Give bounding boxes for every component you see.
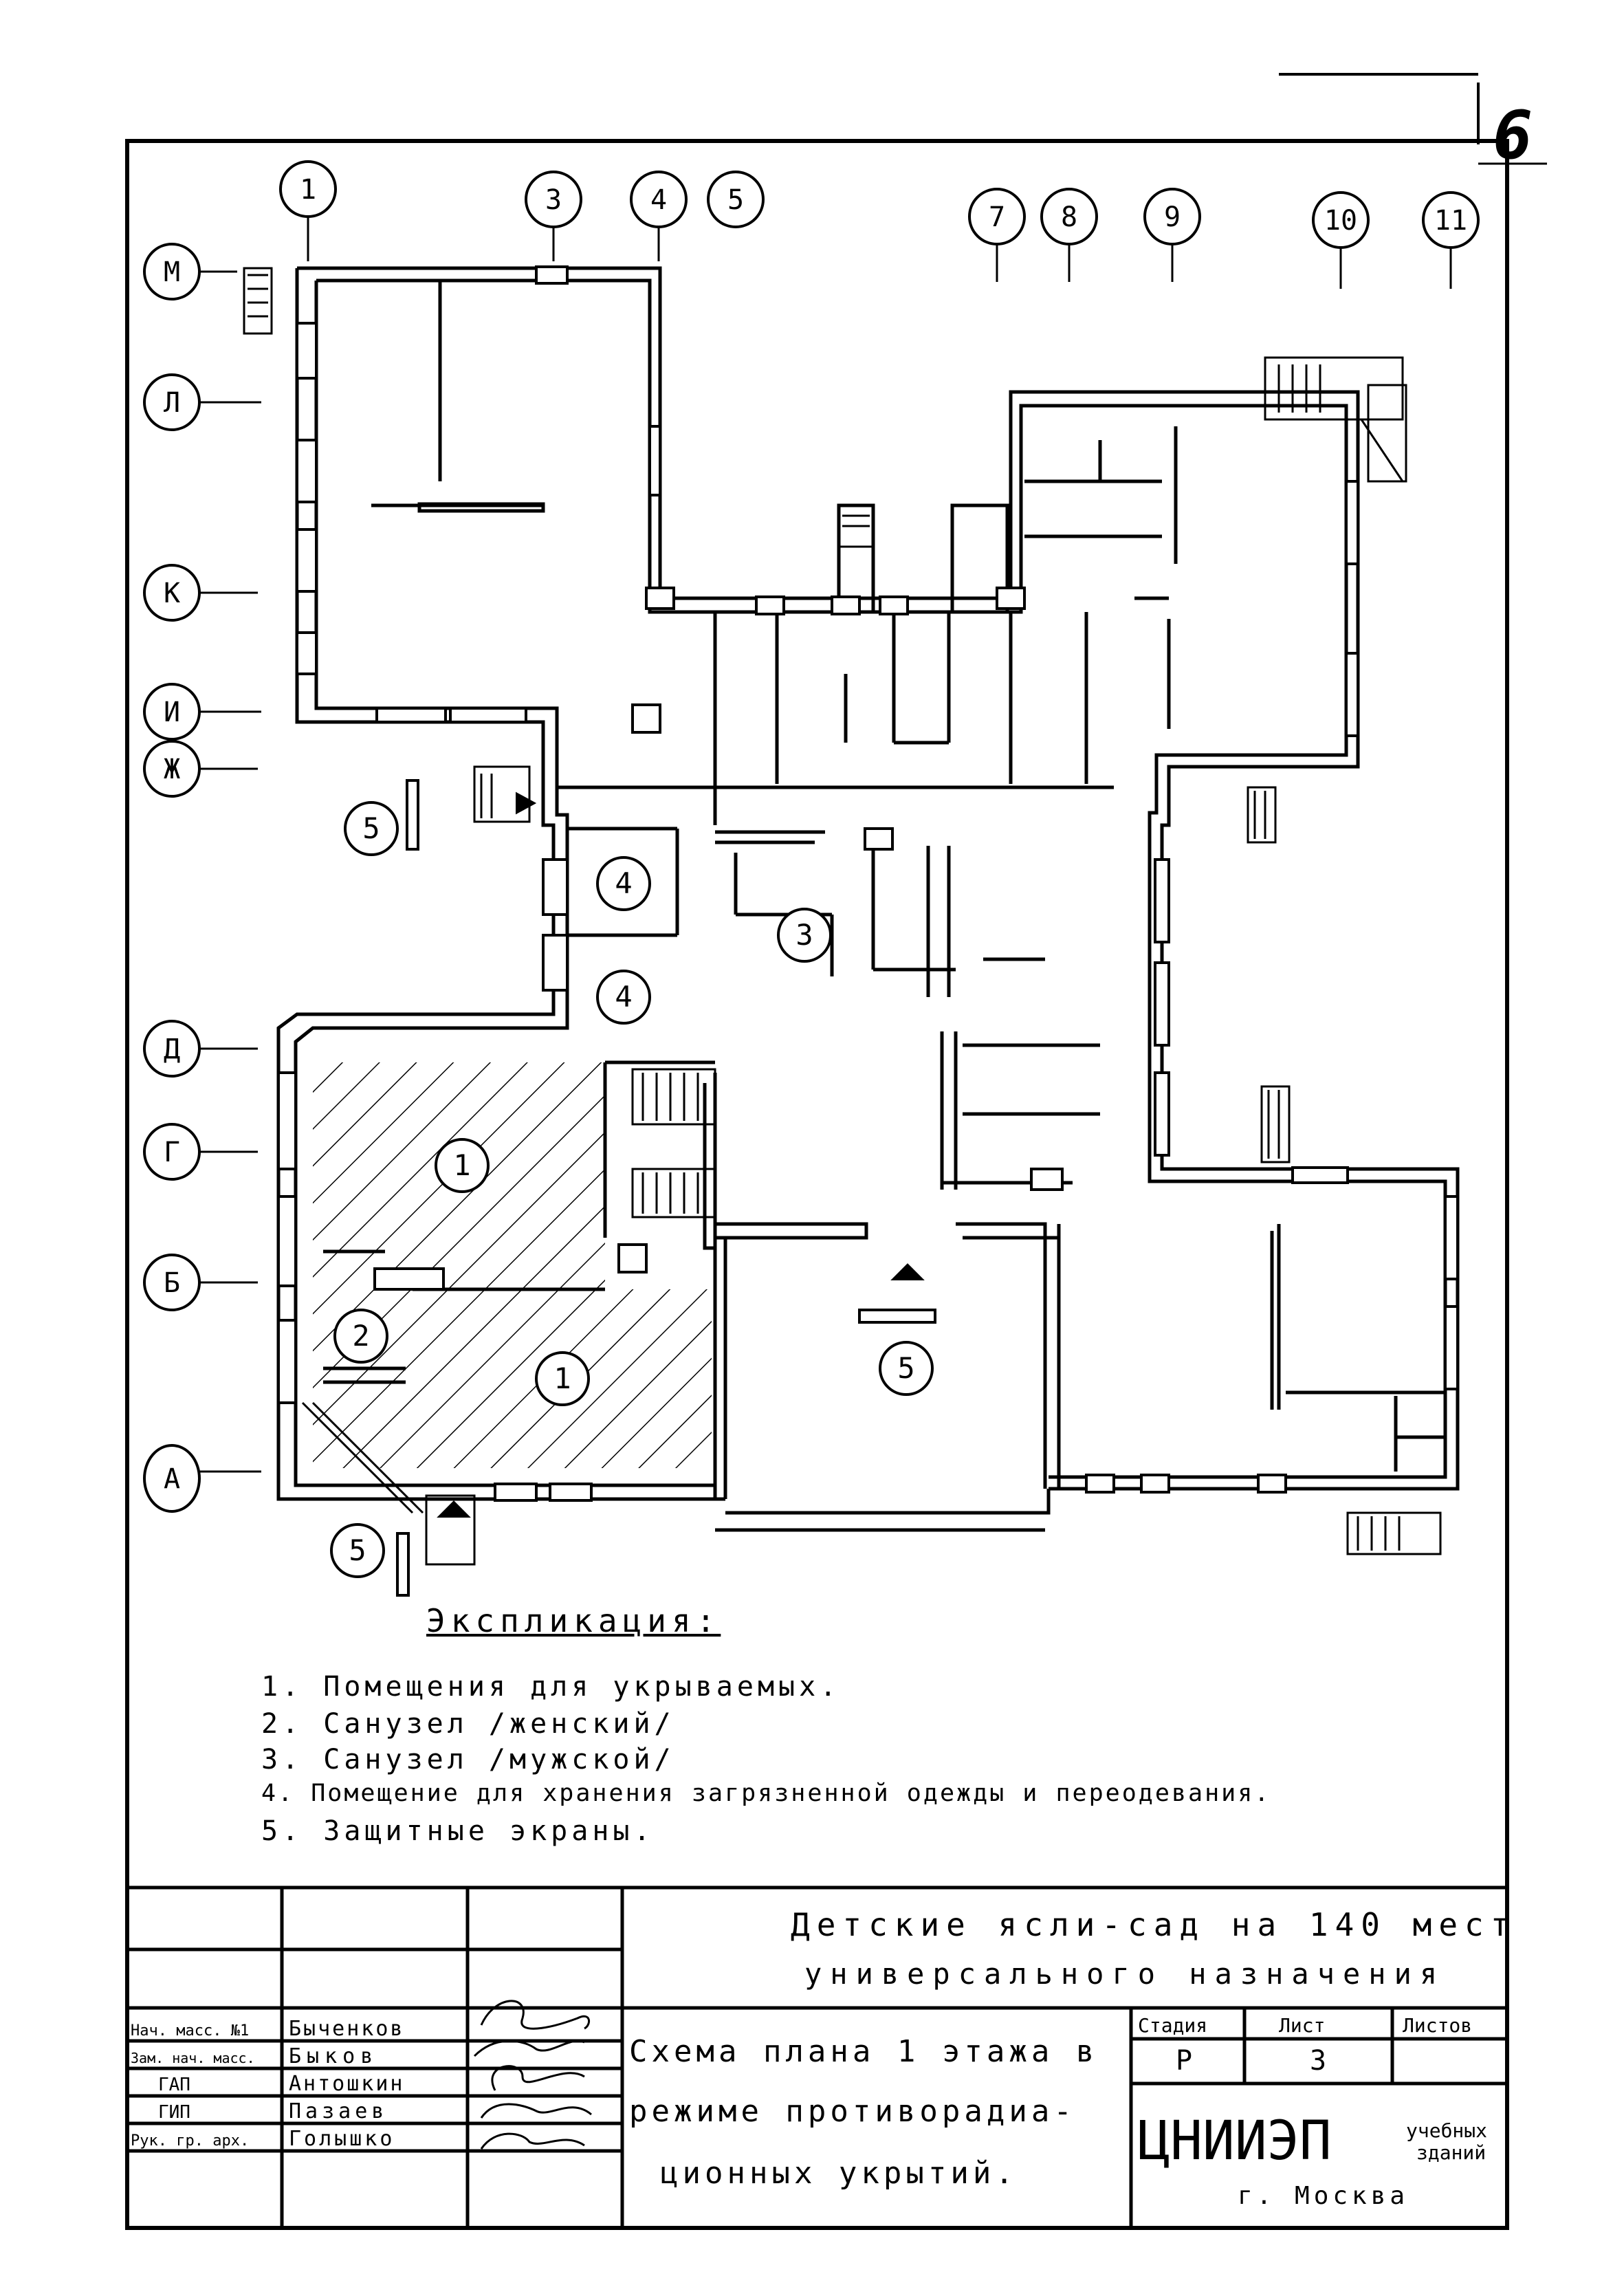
- sheet-header: Лист: [1279, 2014, 1325, 2037]
- legend-item: 4. Помещение для хранения загрязненной о…: [261, 1780, 1271, 1807]
- axis-row-label: К: [164, 578, 180, 609]
- role-label: Нач. масс. №1: [131, 2022, 249, 2040]
- room-marker-labels: 1 1 2 3 4 4 5 5 5: [349, 811, 914, 1567]
- project-title-line1: Детские ясли-сад на 140 мест: [791, 1906, 1516, 1943]
- axis-row-label: М: [164, 256, 180, 288]
- person-name: Антошкин: [289, 2072, 405, 2096]
- person-name: Пазаев: [289, 2099, 388, 2123]
- drawing-title-line3: ционных укрытий.: [660, 2156, 1018, 2191]
- room-marker-4: 4: [615, 980, 632, 1014]
- role-label: Зам. нач. масс.: [131, 2050, 255, 2066]
- legend-item: 3. Санузел /мужской/: [261, 1744, 675, 1775]
- inner-walls: [323, 282, 1444, 1499]
- room-marker-1: 1: [453, 1148, 470, 1182]
- room-marker-4: 4: [615, 866, 632, 900]
- legend-item: 5. Защитные экраны.: [261, 1815, 655, 1847]
- axis-row-label: Г: [164, 1137, 180, 1168]
- sheet-value: 3: [1310, 2045, 1326, 2077]
- axis-row-label: Б: [164, 1267, 180, 1299]
- drawing-frame: [125, 73, 1547, 2230]
- room-marker-2: 2: [352, 1319, 369, 1353]
- room-marker-5: 5: [897, 1351, 914, 1385]
- protective-screens: [396, 779, 936, 1597]
- axis-col-label: 3: [545, 184, 562, 216]
- sheet-number: 6: [1493, 97, 1533, 174]
- role-label: ГИП: [158, 2102, 190, 2123]
- drawing-title-line2: режиме противорадиа-: [629, 2094, 1076, 2129]
- org-logo: ЦНИИЭП: [1138, 2110, 1332, 2172]
- stage-value: Р: [1176, 2045, 1192, 2077]
- axis-row-label: И: [164, 697, 180, 728]
- signatures: [473, 2000, 592, 2150]
- axis-row-label: Д: [164, 1034, 180, 1065]
- stage-header: Стадия: [1138, 2014, 1207, 2037]
- project-title-line2: универсального назначения: [804, 1957, 1445, 1991]
- axis-col-label: 1: [300, 174, 316, 206]
- legend-item: 1. Помещения для укрываемых.: [261, 1671, 841, 1703]
- org-sub1: учебных: [1406, 2119, 1487, 2142]
- person-name: Голышко: [289, 2127, 395, 2151]
- grid-axis-bubbles: [143, 160, 1480, 1513]
- axis-col-label: 11: [1434, 205, 1467, 237]
- room-markers: [330, 801, 934, 1578]
- axis-row-label: Л: [164, 387, 180, 419]
- org-city: г. Москва: [1238, 2182, 1409, 2210]
- axis-col-label: 9: [1164, 201, 1181, 233]
- role-label: ГАП: [158, 2075, 190, 2095]
- legend-item: 2. Санузел /женский/: [261, 1708, 675, 1740]
- axis-col-label: 8: [1061, 201, 1077, 233]
- axis-row-label: А: [164, 1463, 180, 1495]
- room-marker-5: 5: [349, 1533, 366, 1567]
- room-marker-3: 3: [795, 918, 813, 952]
- window-blocks: [277, 265, 1459, 1502]
- room-marker-5: 5: [362, 811, 380, 845]
- title-block-text: Детские ясли-сад на 140 мест универсальн…: [131, 1906, 1516, 2210]
- org-sub2: зданий: [1416, 2141, 1486, 2164]
- axis-col-label: 4: [650, 184, 667, 216]
- person-name: Быченков: [289, 2017, 405, 2041]
- person-name: Быков: [289, 2044, 378, 2068]
- axis-col-label: 7: [989, 201, 1005, 233]
- drawing-title-line1: Схема плана 1 этажа в: [629, 2034, 1098, 2069]
- title-block: [127, 1885, 1507, 2228]
- axis-col-label: 10: [1324, 205, 1357, 237]
- axis-col-label: 5: [727, 184, 744, 216]
- axis-row-label: Ж: [164, 754, 180, 785]
- room-marker-1: 1: [553, 1362, 571, 1395]
- grid-axes: [199, 203, 1452, 1473]
- sheets-header: Листов: [1403, 2014, 1472, 2037]
- grid-axis-labels: 1 3 4 5 7 8 9 10 11 М Л К И Ж Д Г Б А: [164, 174, 1467, 1495]
- stairs-and-entrances: [243, 267, 1442, 1566]
- legend-title: Экспликация:: [426, 1602, 721, 1639]
- role-label: Рук. гр. арх.: [131, 2132, 249, 2150]
